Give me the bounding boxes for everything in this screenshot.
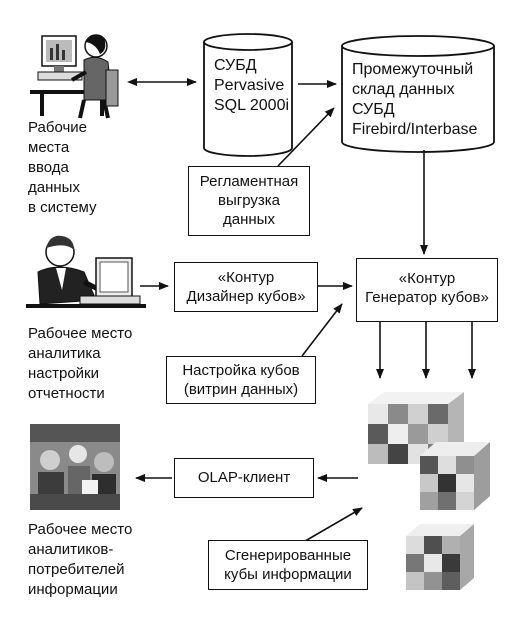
scheduled-export-line: выгрузка [217,192,280,209]
pervasive-db-label-line: Pervasive [214,77,285,94]
data-entry-label: Рабочие места ввода данных в систему [28,118,97,218]
pervasive-db-label-line: SQL 2000i [214,97,290,114]
cube-designer-line: «Контур [217,269,275,286]
scheduled-export-line: данных [223,211,275,228]
olap-client-line: OLAP-клиент [197,469,291,486]
olap-cube-icon [368,392,490,590]
data-entry-label-line: ввода [28,159,69,176]
staging-db-label-line: Промежуточный [352,61,474,78]
consumer-analysts-label-line: потребителей [28,561,125,578]
consumer-analysts-label-line: информации [28,581,118,598]
staging-db-label-line: СУБД [352,101,395,118]
cube-setup-line: Настройка кубов [182,362,300,379]
cube-designer-box: «Контур Дизайнер кубов» [174,262,318,312]
arrow-setup-generator [301,303,343,357]
setup-analyst-label: Рабочее место аналитика настройки отчетн… [28,324,132,404]
arrow-label-cubes [299,507,363,545]
consumer-analysts-label-line: Рабочее место [28,521,133,538]
data-entry-workstation-icon [30,34,119,119]
cube-generator-box: «Контур Генератор кубов» [356,258,498,322]
arrow-export-staging [277,107,335,167]
cube-generator-line: «Контур [398,270,456,287]
generated-cubes-box: Сгенерированные кубы информации [208,540,368,590]
setup-analyst-workstation-icon [26,235,146,308]
consumer-analysts-label: Рабочее место аналитиков- потребителей и… [28,520,132,600]
pervasive-db-cylinder [203,33,293,157]
consumer-analysts-photo-icon [30,424,120,510]
staging-db-label: Промежуточный склад данных СУБД Firebird… [352,60,477,140]
cube-generator-line: Генератор кубов» [365,289,489,306]
setup-analyst-label-line: Рабочее место [28,325,133,342]
setup-analyst-label-line: настройки [28,365,100,382]
generated-cubes-line: Сгенерированные [224,547,352,564]
cube-designer-line: Дизайнер кубов» [186,288,306,305]
setup-analyst-label-line: отчетности [28,385,105,402]
data-entry-label-line: в систему [28,199,97,216]
cube-setup-line: (витрин данных) [183,381,299,398]
pervasive-db-label: СУБД Pervasive SQL 2000i [214,56,289,116]
staging-db-cylinder [341,35,495,153]
setup-analyst-label-line: аналитика [28,345,101,362]
staging-db-label-line: склад данных [352,81,455,98]
cube-setup-box: Настройка кубов (витрин данных) [166,356,316,404]
data-entry-label-line: места [28,139,70,156]
scheduled-export-box: Регламентная выгрузка данных [188,166,310,236]
pervasive-db-label-line: СУБД [214,57,257,74]
staging-db-label-line: Firebird/Interbase [352,121,478,138]
data-entry-label-line: данных [28,179,80,196]
consumer-analysts-label-line: аналитиков- [28,541,114,558]
scheduled-export-line: Регламентная [199,173,299,190]
data-entry-label-line: Рабочие [28,119,87,136]
generated-cubes-line: кубы информации [224,566,352,583]
olap-client-box: OLAP-клиент [174,458,314,498]
